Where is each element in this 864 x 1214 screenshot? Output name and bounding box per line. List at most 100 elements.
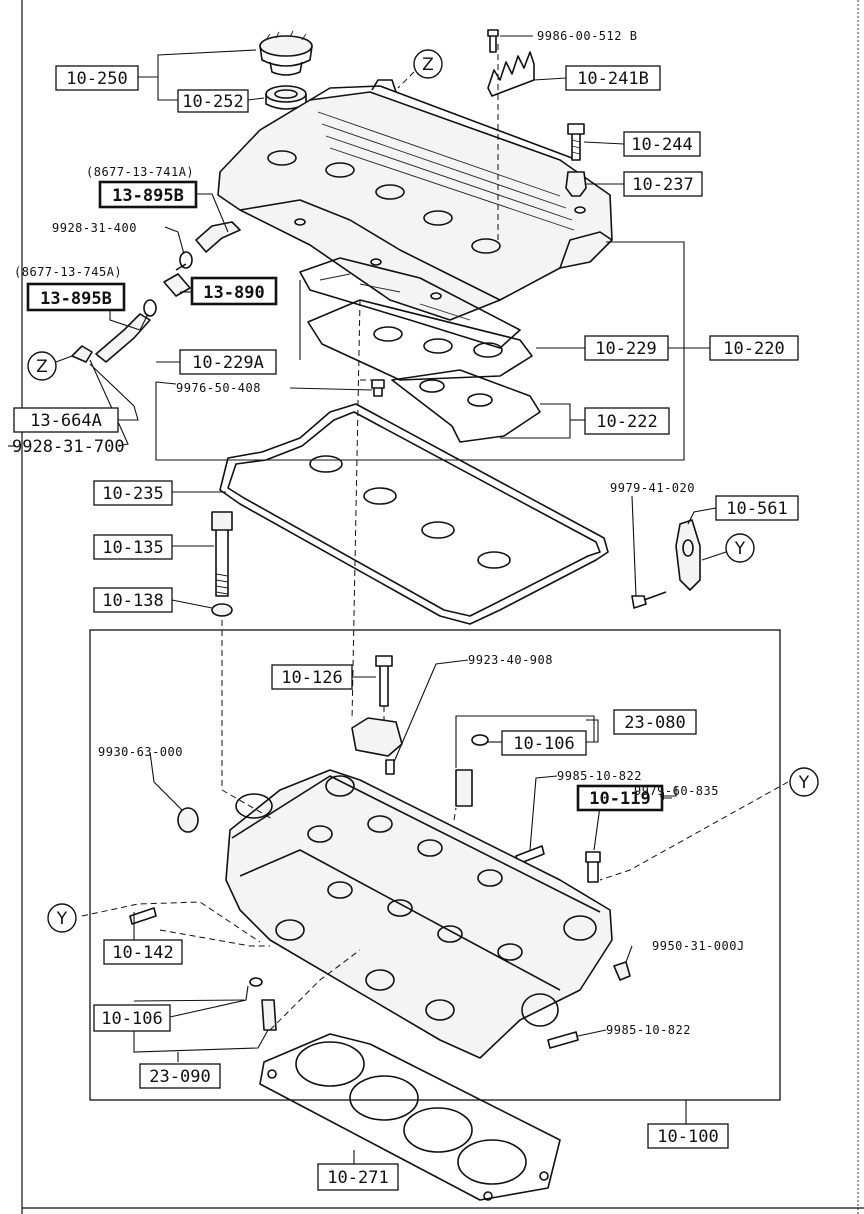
callout-y-right: Y: [789, 767, 819, 797]
label-10-106-upper[interactable]: 10-106: [501, 730, 587, 756]
svg-text:9976-50-408: 9976-50-408: [176, 381, 261, 395]
pcv-hose-icon: [195, 221, 241, 253]
label-10-235[interactable]: 10-235: [93, 480, 173, 506]
label-10-561[interactable]: 10-561: [715, 495, 799, 521]
bolt-9976-icon: [371, 379, 385, 397]
clip-9928-400-icon: [179, 251, 193, 269]
svg-text:10-235: 10-235: [102, 484, 163, 504]
bolt-9979-835-icon: [585, 851, 601, 883]
svg-text:10-135: 10-135: [102, 538, 163, 558]
hydraulic-lash-adjuster-icon: [455, 769, 473, 807]
label-9923-40-908[interactable]: 9923-40-908: [468, 653, 553, 667]
stud-9985-b-icon: [547, 1031, 579, 1049]
label-9928-31-400[interactable]: 9928-31-400: [52, 221, 137, 235]
svg-text:10-119: 10-119: [589, 789, 650, 809]
valve-seal-clip-icon: [471, 734, 489, 746]
plug-9950-icon: [613, 961, 631, 981]
cylinder-head-icon: [225, 769, 613, 1059]
valve-seal-b-icon: [249, 977, 277, 1031]
stud-10-142-icon: [129, 907, 157, 925]
label-9950-31-000j[interactable]: 9950-31-000J: [652, 939, 745, 953]
label-10-250[interactable]: 10-250: [55, 65, 139, 91]
label-10-244[interactable]: 10-244: [623, 131, 701, 157]
svg-text:13-890: 13-890: [203, 283, 264, 303]
oil-filler-cap-icon: [259, 30, 313, 76]
label-23-080[interactable]: 23-080: [613, 709, 697, 735]
svg-text:(8677-13-741A): (8677-13-741A): [86, 165, 194, 179]
head-bolt-washer-icon: [211, 603, 233, 617]
svg-text:10-106: 10-106: [513, 734, 574, 754]
hose-end-icon: [71, 345, 93, 363]
label-9930-63-000[interactable]: 9930-63-000: [98, 745, 183, 759]
dowel-9923-icon: [385, 759, 395, 775]
breather-hose-icon: [95, 299, 157, 363]
label-9976-50-408[interactable]: 9976-50-408: [176, 381, 261, 395]
label-13-890[interactable]: 13-890: [190, 276, 278, 306]
svg-text:10-250: 10-250: [66, 69, 127, 89]
dashed-guide-lines: [81, 44, 789, 1031]
label-10-252[interactable]: 10-252: [177, 89, 249, 113]
label-13-664a[interactable]: 13-664A: [13, 407, 119, 433]
callout-y-left: Y: [47, 903, 77, 933]
svg-text:9928-31-700: 9928-31-700: [12, 437, 125, 457]
head-gasket-icon: [259, 1033, 561, 1201]
baffle-gasket-10-229a-icon: [299, 257, 521, 349]
head-cover-gasket-icon: [219, 403, 609, 625]
svg-text:10-252: 10-252: [182, 92, 243, 112]
screw-9986-icon: [487, 29, 499, 53]
svg-text:9930-63-000: 9930-63-000: [98, 745, 183, 759]
label-23-090[interactable]: 23-090: [139, 1063, 221, 1089]
svg-text:10-561: 10-561: [726, 499, 787, 519]
label-10-100[interactable]: 10-100: [647, 1123, 729, 1149]
label-10-241b[interactable]: 10-241B: [565, 65, 661, 91]
svg-text:23-080: 23-080: [624, 713, 685, 733]
label-8677-13-741a: (8677-13-741A): [86, 165, 194, 179]
svg-text:10-244: 10-244: [631, 135, 692, 155]
svg-text:10-222: 10-222: [596, 412, 657, 432]
svg-text:9985-10-822: 9985-10-822: [557, 769, 642, 783]
label-10-142[interactable]: 10-142: [103, 939, 183, 965]
callout-z-left: Z: [27, 351, 73, 381]
svg-text:9928-31-400: 9928-31-400: [52, 221, 137, 235]
svg-text:Z: Z: [36, 357, 48, 377]
svg-text:10-229: 10-229: [595, 339, 656, 359]
expansion-plug-icon: [177, 807, 199, 833]
label-9979-41-020[interactable]: 9979-41-020: [610, 481, 695, 495]
svg-text:9923-40-908: 9923-40-908: [468, 653, 553, 667]
cam-cap-bolt-icon: [375, 655, 393, 707]
label-9985-10-822-upper[interactable]: 9985-10-822: [557, 769, 642, 783]
label-13-895b-lower[interactable]: 13-895B: [26, 282, 126, 312]
leader-lines: [8, 35, 717, 1164]
svg-text:13-895B: 13-895B: [40, 289, 112, 309]
label-10-135[interactable]: 10-135: [93, 534, 173, 560]
label-9986-00-512b[interactable]: 9986-00-512 B: [537, 29, 637, 43]
callout-z-top: Z: [397, 49, 443, 89]
label-10-271[interactable]: 10-271: [317, 1163, 399, 1191]
label-10-126[interactable]: 10-126: [271, 664, 353, 690]
svg-text:13-895B: 13-895B: [112, 186, 184, 206]
label-10-229a[interactable]: 10-229A: [179, 349, 277, 375]
label-10-237[interactable]: 10-237: [623, 171, 703, 197]
baffle-plate-icon: [487, 51, 535, 97]
cover-bolt-icon: [567, 123, 585, 161]
svg-text:23-090: 23-090: [149, 1067, 210, 1087]
label-10-106-lower[interactable]: 10-106: [93, 1004, 171, 1032]
svg-text:10-100: 10-100: [657, 1127, 718, 1147]
label-10-229[interactable]: 10-229: [584, 335, 669, 361]
svg-text:Y: Y: [798, 773, 810, 793]
svg-text:9985-10-822: 9985-10-822: [606, 1023, 691, 1037]
label-9928-31-700[interactable]: 9928-31-700: [12, 437, 125, 457]
rubber-seal-icon: [565, 171, 587, 197]
label-10-220[interactable]: 10-220: [709, 335, 799, 361]
cylinder-head-cover-icon: [217, 79, 613, 321]
svg-text:10-271: 10-271: [327, 1168, 388, 1188]
label-8677-13-745a: (8677-13-745A): [14, 265, 122, 279]
label-10-222[interactable]: 10-222: [584, 407, 670, 435]
svg-text:10-126: 10-126: [281, 668, 342, 688]
label-9985-10-822-lower[interactable]: 9985-10-822: [606, 1023, 691, 1037]
svg-text:9950-31-000J: 9950-31-000J: [652, 939, 745, 953]
svg-text:Z: Z: [422, 55, 434, 75]
baffle-plate-10-222-icon: [391, 369, 541, 443]
label-13-895b-upper[interactable]: 13-895B: [98, 180, 198, 209]
label-10-138[interactable]: 10-138: [93, 587, 173, 613]
